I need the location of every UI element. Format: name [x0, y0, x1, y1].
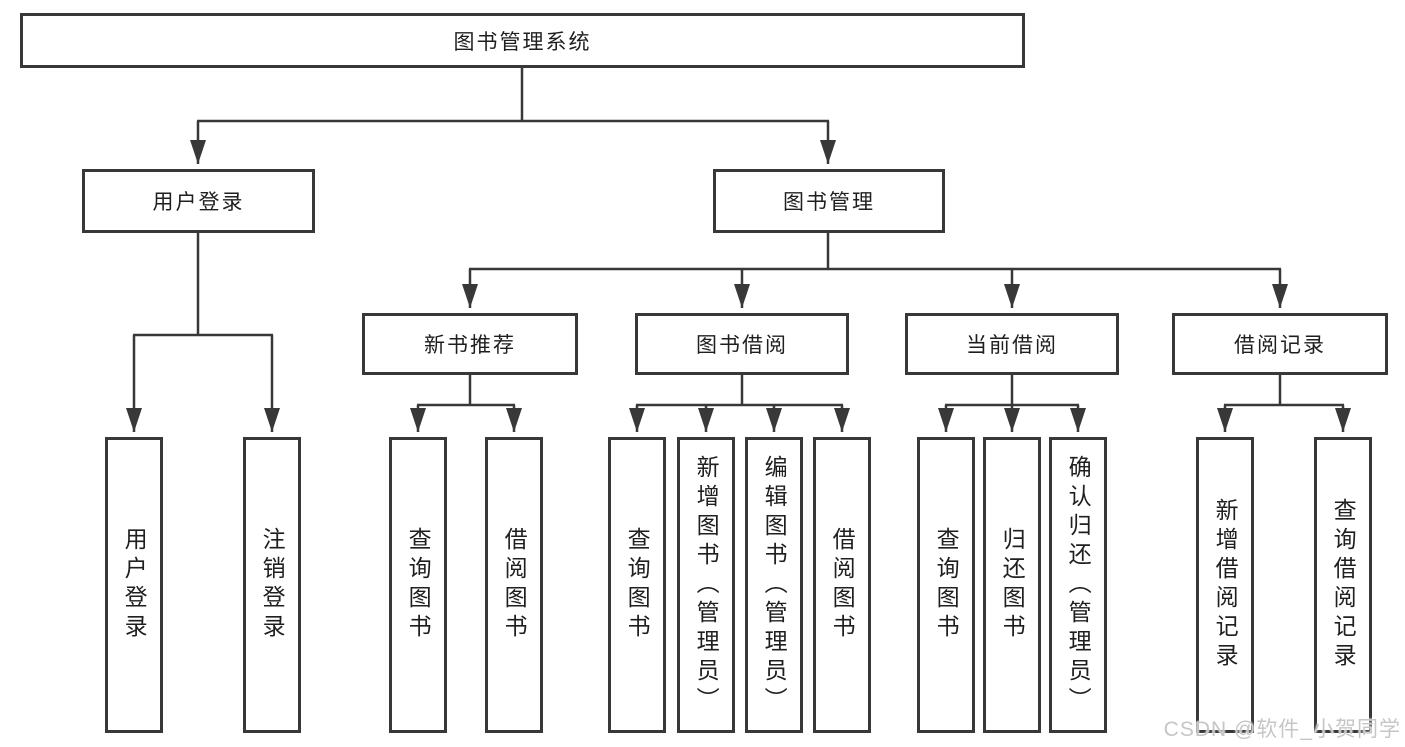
- leaf-borrow-books-borrow-label: 借阅图书: [829, 527, 856, 643]
- node-new-book-recommend: 新书推荐: [362, 313, 578, 375]
- leaf-user-login-label: 用户登录: [121, 527, 148, 643]
- leaf-edit-book-admin-label: 编辑图书（管理员）: [761, 454, 788, 716]
- connector-new-book-group: [410, 375, 522, 432]
- csdn-watermark: CSDN @软件_小贺同学: [1163, 718, 1401, 741]
- leaf-user-login: 用户登录: [105, 437, 163, 733]
- leaf-add-borrow-record-label: 新增借阅记录: [1212, 498, 1239, 672]
- leaf-query-books-recommend-label: 查询图书: [405, 527, 432, 643]
- leaf-query-borrow-record-label: 查询借阅记录: [1330, 498, 1357, 672]
- leaf-query-books-borrow-label: 查询图书: [624, 527, 651, 643]
- leaf-edit-book-admin: 编辑图书（管理员）: [745, 437, 803, 733]
- leaf-confirm-return-admin-label: 确认归还（管理员）: [1065, 454, 1092, 716]
- node-user-login: 用户登录: [82, 169, 315, 233]
- leaf-query-books-current-label: 查询图书: [933, 527, 960, 643]
- node-library-system: 图书管理系统: [20, 13, 1025, 68]
- node-book-management: 图书管理: [713, 169, 945, 233]
- leaf-add-book-admin: 新增图书（管理员）: [677, 437, 735, 733]
- connector-borrow-records-group: [1217, 375, 1351, 432]
- node-new-book-recommend-label: 新书推荐: [424, 334, 516, 357]
- node-current-borrow: 当前借阅: [905, 313, 1119, 375]
- node-borrow-records: 借阅记录: [1172, 313, 1388, 375]
- node-book-borrow: 图书借阅: [635, 313, 849, 375]
- leaf-add-book-admin-label: 新增图书（管理员）: [693, 454, 720, 716]
- leaf-confirm-return-admin: 确认归还（管理员）: [1049, 437, 1107, 733]
- node-current-borrow-label: 当前借阅: [966, 334, 1058, 357]
- connector-book-borrow-group: [629, 375, 850, 432]
- leaf-add-borrow-record: 新增借阅记录: [1196, 437, 1254, 733]
- connector-book-management-group: [462, 233, 1288, 308]
- node-library-system-label: 图书管理系统: [453, 30, 592, 54]
- connector-root-to-level2: [190, 68, 836, 164]
- connector-current-borrow-group: [938, 375, 1086, 432]
- leaf-borrow-books-recommend: 借阅图书: [485, 437, 543, 733]
- node-book-management-label: 图书管理: [783, 191, 875, 214]
- connector-user-login-group: [126, 233, 280, 432]
- leaf-query-books-current: 查询图书: [917, 437, 975, 733]
- leaf-borrow-books-recommend-label: 借阅图书: [501, 527, 528, 643]
- node-book-borrow-label: 图书借阅: [696, 334, 788, 357]
- node-borrow-records-label: 借阅记录: [1234, 334, 1326, 357]
- leaf-logout-label: 注销登录: [259, 527, 286, 643]
- leaf-return-books: 归还图书: [983, 437, 1041, 733]
- leaf-logout: 注销登录: [243, 437, 301, 733]
- leaf-return-books-label: 归还图书: [999, 527, 1026, 643]
- leaf-query-books-borrow: 查询图书: [608, 437, 666, 733]
- leaf-borrow-books-borrow: 借阅图书: [813, 437, 871, 733]
- node-user-login-label: 用户登录: [152, 191, 245, 214]
- leaf-query-borrow-record: 查询借阅记录: [1314, 437, 1372, 733]
- leaf-query-books-recommend: 查询图书: [389, 437, 447, 733]
